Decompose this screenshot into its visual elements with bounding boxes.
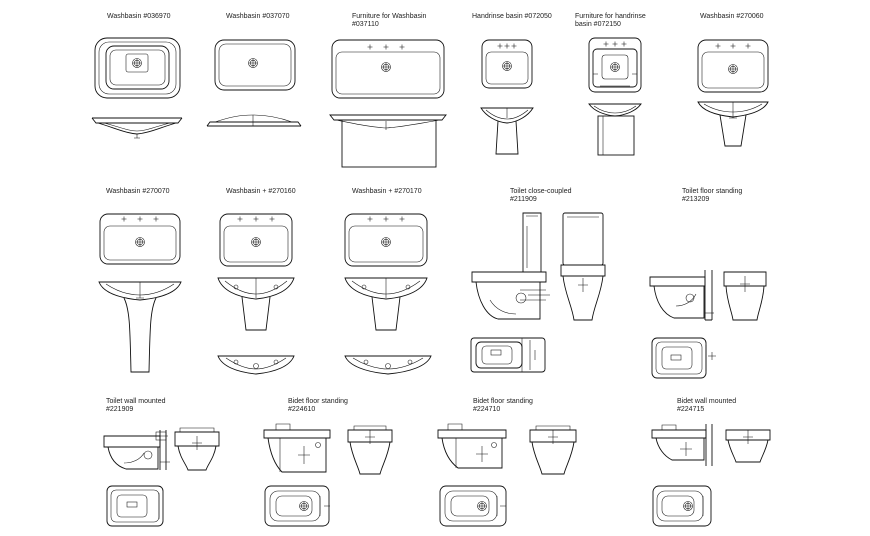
washbasin-036970-section bbox=[91, 117, 183, 139]
bidet-224715-plan bbox=[652, 485, 712, 527]
washbasin-270170-underside bbox=[344, 355, 432, 375]
washbasin-037070-plan bbox=[214, 39, 296, 91]
washbasin-270160-plan bbox=[219, 213, 293, 267]
furniture-washbasin-elevation bbox=[329, 114, 447, 168]
handrinse-072050-plan bbox=[481, 39, 533, 89]
washbasin-270060-plan bbox=[697, 39, 769, 93]
washbasin-270170-plan bbox=[344, 213, 428, 267]
handrinse-072050-elevation bbox=[480, 107, 534, 155]
toilet-close-coupled-side bbox=[471, 212, 550, 320]
toilet-wall-mounted-side bbox=[103, 430, 170, 470]
label-toilet-floor-standing: Toilet floor standing #213209 bbox=[682, 188, 743, 203]
label-toilet-close-coupled: Toilet close-coupled #211909 bbox=[510, 188, 572, 203]
bidet-224610-side bbox=[263, 423, 331, 473]
label-washbasin-270070: Washbasin #270070 bbox=[106, 188, 170, 195]
label-washbasin-270060: Washbasin #270060 bbox=[700, 13, 764, 20]
label-toilet-wall-mounted: Toilet wall mounted #221909 bbox=[106, 398, 166, 413]
bidet-224710-plan bbox=[439, 485, 507, 527]
washbasin-270070-plan bbox=[99, 213, 181, 265]
washbasin-270160-elevation bbox=[217, 277, 295, 331]
toilet-floor-standing-side bbox=[649, 270, 714, 321]
bidet-224710-side bbox=[437, 423, 507, 469]
label-bidet-224715: Bidet wall mounted #224715 bbox=[677, 398, 737, 413]
furniture-washbasin-plan bbox=[331, 39, 445, 99]
label-washbasin-270170: Washbasin + #270170 bbox=[352, 188, 422, 195]
bidet-224610-front bbox=[347, 425, 393, 475]
furniture-handrinse-elevation bbox=[588, 103, 642, 156]
label-furniture-washbasin: Furniture for Washbasin #037110 bbox=[352, 13, 427, 28]
washbasin-036970-plan bbox=[94, 37, 181, 99]
bidet-224710-front bbox=[529, 425, 577, 475]
toilet-close-coupled-front bbox=[560, 212, 606, 321]
label-bidet-224710: Bidet floor standing #224710 bbox=[473, 398, 533, 413]
label-washbasin-036970: Washbasin #036970 bbox=[107, 13, 171, 20]
washbasin-270070-elevation bbox=[98, 281, 182, 373]
toilet-floor-standing-plan bbox=[651, 337, 716, 379]
label-handrinse-072050: Handrinse basin #072050 bbox=[472, 13, 552, 20]
washbasin-037070-section bbox=[206, 114, 302, 127]
toilet-close-coupled-plan bbox=[470, 337, 546, 373]
washbasin-270060-elevation bbox=[697, 101, 769, 147]
bidet-224610-plan bbox=[264, 485, 330, 527]
bidet-224715-front bbox=[725, 429, 771, 463]
label-furniture-handrinse: Furniture for handrinse basin #072150 bbox=[575, 13, 646, 28]
toilet-floor-standing-front bbox=[723, 271, 767, 321]
label-washbasin-270160: Washbasin + #270160 bbox=[226, 188, 296, 195]
bidet-224715-side bbox=[651, 424, 713, 466]
label-bidet-224610: Bidet floor standing #224610 bbox=[288, 398, 348, 413]
toilet-wall-mounted-plan bbox=[106, 485, 164, 527]
washbasin-270160-underside bbox=[217, 355, 295, 375]
toilet-wall-mounted-front bbox=[174, 427, 220, 471]
label-washbasin-037070: Washbasin #037070 bbox=[226, 13, 290, 20]
furniture-handrinse-plan bbox=[588, 37, 642, 93]
washbasin-270170-elevation bbox=[344, 277, 428, 331]
